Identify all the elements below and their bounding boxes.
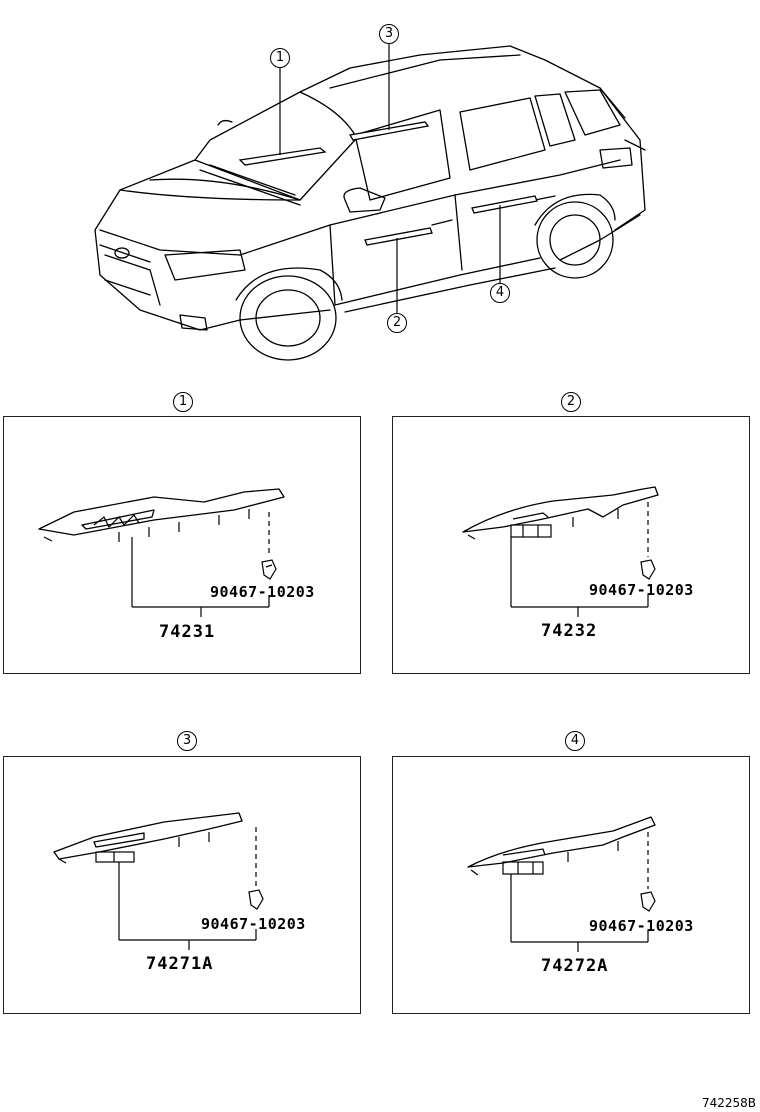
section-1-drawing: [38, 488, 285, 617]
car-callout-1: 1: [270, 48, 290, 68]
section-1-callout: 1: [173, 392, 193, 412]
section-4-clip-part-number: 90467-10203: [589, 917, 694, 935]
section-4-callout: 4: [565, 731, 585, 751]
diagram-reference-code: 742258B: [701, 1096, 756, 1110]
section-1-clip-part-number: 90467-10203: [210, 583, 315, 601]
section-3-panel: 90467-10203 74271A: [3, 756, 361, 1014]
section-1-panel: 90467-10203 74231: [3, 416, 361, 674]
section-3-callout: 3: [177, 731, 197, 751]
car-callout-3: 3: [379, 24, 399, 44]
section-1-main-part-number: 74231: [159, 622, 216, 642]
section-2-callout: 2: [561, 392, 581, 412]
car-callout-2: 2: [387, 313, 407, 333]
section-3-clip-part-number: 90467-10203: [201, 915, 306, 933]
section-2-panel: 90467-10203 74232: [392, 416, 750, 674]
section-3-main-part-number: 74271A: [146, 954, 214, 974]
section-2-clip-part-number: 90467-10203: [589, 581, 694, 599]
section-4-main-part-number: 74272A: [541, 956, 609, 976]
section-3-drawing: [53, 812, 264, 950]
section-2-main-part-number: 74232: [541, 621, 598, 641]
section-4-drawing: [467, 816, 656, 952]
section-2-drawing: [462, 486, 659, 617]
car-illustration: [94, 44, 646, 361]
car-callout-4: 4: [490, 283, 510, 303]
section-4-panel: 90467-10203 74272A: [392, 756, 750, 1014]
